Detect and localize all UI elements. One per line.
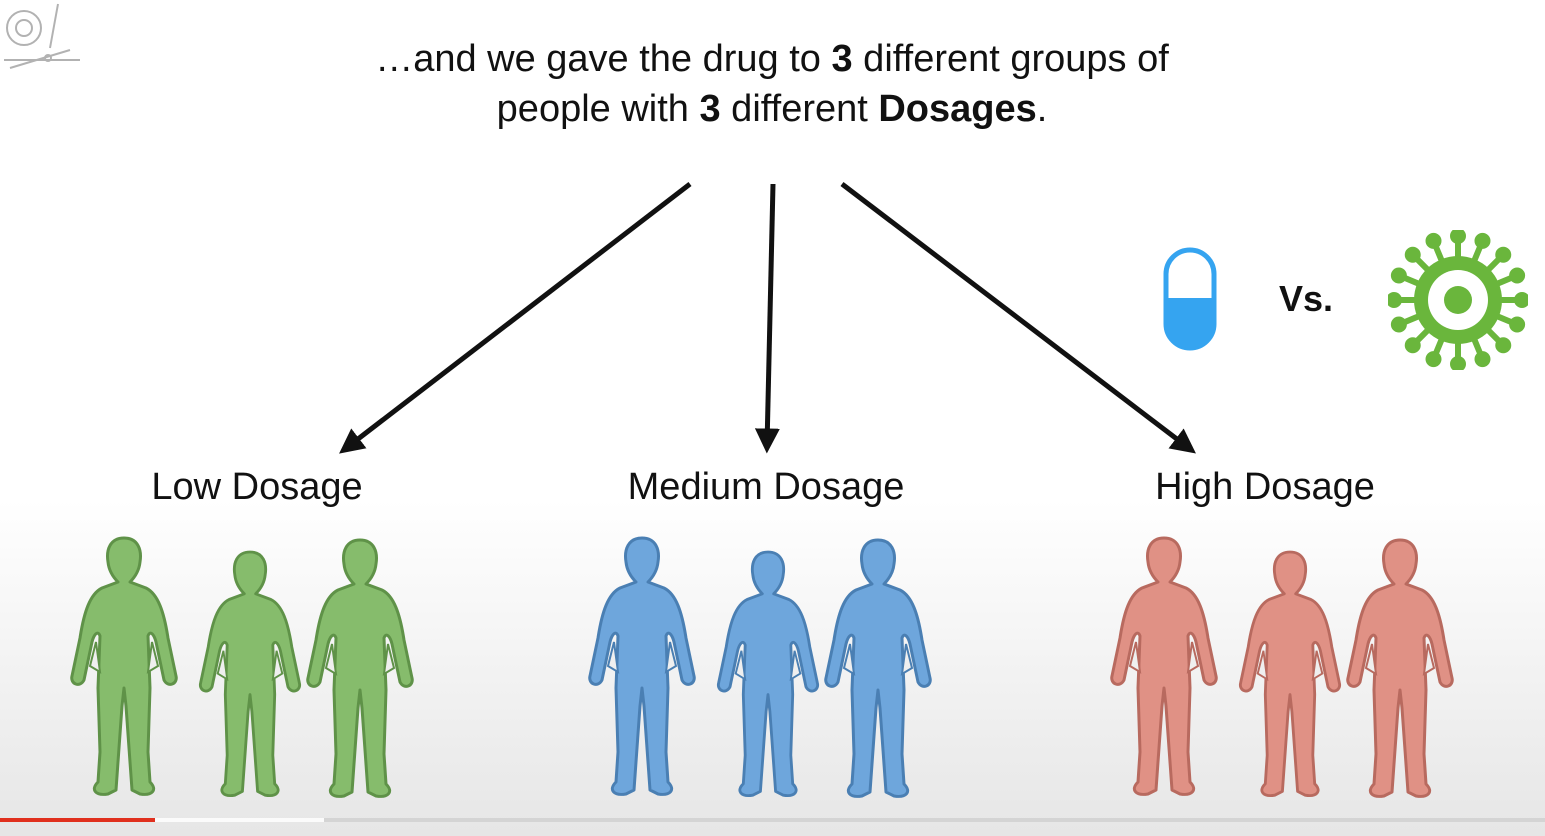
statquest-logo-icon: [4, 3, 80, 69]
virus-spike-tip: [1450, 356, 1466, 370]
headline-part: …and we gave the drug to: [375, 38, 832, 80]
virus-spike-tip: [1390, 316, 1407, 333]
headline-part: different: [720, 88, 879, 130]
arrow-to-medium: [754, 183, 780, 454]
person-silhouette: [70, 536, 178, 796]
group-label-high: High Dosage: [1155, 466, 1375, 508]
headline-text: …and we gave the drug to 3 different gro…: [372, 34, 1172, 134]
virus-spike-tip: [1425, 351, 1442, 368]
virus-spike-tip: [1388, 292, 1402, 308]
headline-part: .: [1036, 88, 1048, 130]
video-progress-bar[interactable]: [0, 818, 1545, 822]
virus-spike-tip: [1404, 246, 1421, 263]
video-buffer-bar: [154, 818, 325, 822]
person-silhouette: [306, 538, 414, 798]
headline-bold-dosages: Dosages: [878, 88, 1037, 130]
virus-spike-tip: [1509, 316, 1526, 333]
headline-part: different groups of people with: [496, 38, 1169, 130]
pill-icon: [1163, 247, 1217, 351]
people-group-high: [1110, 536, 1454, 798]
virus-spike-tip: [1495, 337, 1512, 354]
virus-icon: [1388, 230, 1528, 370]
headline-bold-count: 3: [831, 38, 853, 80]
virus-spike-tip: [1390, 267, 1407, 284]
person-silhouette: [716, 550, 820, 797]
person-silhouette: [588, 536, 696, 796]
virus-spike-tip: [1404, 337, 1421, 354]
virus-spike-tip: [1495, 246, 1512, 263]
group-label-low: Low Dosage: [151, 466, 363, 508]
virus-spike-tip: [1514, 292, 1528, 308]
virus-spike-tip: [1450, 230, 1466, 244]
person-silhouette: [824, 538, 932, 798]
person-silhouette: [198, 550, 302, 797]
virus-spike-tip: [1509, 267, 1526, 284]
person-silhouette: [1110, 536, 1218, 796]
people-group-low: [70, 536, 414, 798]
arrow-to-high: [840, 182, 1196, 454]
video-played-bar: [0, 818, 155, 822]
arrow-to-low: [339, 182, 692, 454]
headline-bold-count: 3: [699, 88, 721, 130]
people-group-medium: [588, 536, 932, 798]
virus-spike-tip: [1425, 232, 1442, 249]
person-silhouette: [1346, 538, 1454, 798]
group-label-medium: Medium Dosage: [627, 466, 905, 508]
person-silhouette: [1238, 550, 1342, 797]
virus-spike-tip: [1474, 351, 1491, 368]
vs-label: Vs.: [1279, 278, 1334, 319]
virus-spike-tip: [1474, 232, 1491, 249]
